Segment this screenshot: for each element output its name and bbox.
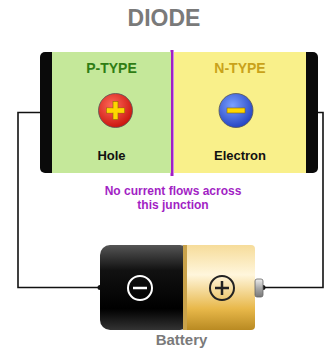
region-title: N-TYPE xyxy=(214,60,265,76)
region-title: P-TYPE xyxy=(86,60,137,76)
carrier-label: Hole xyxy=(97,148,125,163)
battery-symbol xyxy=(100,245,263,330)
diagram-title: DIODE xyxy=(0,5,328,32)
p-type-region: P-TYPE Hole xyxy=(40,52,171,173)
junction-note: No current flows across this junction xyxy=(102,184,244,212)
battery: Battery xyxy=(100,245,263,330)
battery-label: Battery xyxy=(100,332,263,348)
carrier-label: Electron xyxy=(214,148,266,163)
n-type-region: N-TYPE Electron xyxy=(174,52,318,173)
